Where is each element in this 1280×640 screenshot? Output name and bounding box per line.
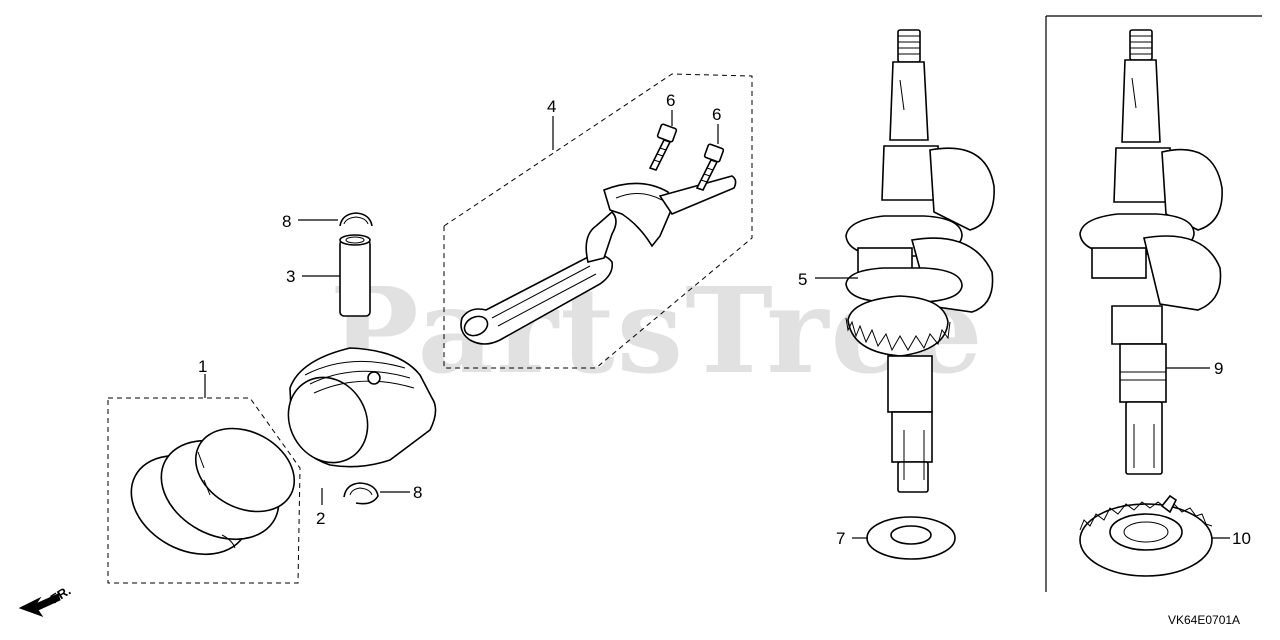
- rod-bolt-left[interactable]: [648, 123, 678, 171]
- callout-3: 3: [286, 267, 295, 286]
- rod-bolt-right[interactable]: [695, 143, 725, 191]
- callout-8-top: 8: [282, 212, 291, 231]
- callout-6-right: 6: [712, 105, 721, 124]
- crankshaft-alternate[interactable]: [1079, 29, 1223, 475]
- callout-10: 10: [1232, 529, 1251, 548]
- reference-code: VK64E0701A: [1168, 613, 1240, 627]
- gear-alternate[interactable]: [1079, 494, 1213, 577]
- callout-9: 9: [1214, 359, 1223, 378]
- pin-clip-bottom[interactable]: [343, 482, 379, 505]
- pin-clip-top[interactable]: [339, 212, 373, 227]
- callout-4: 4: [547, 97, 556, 116]
- callout-5: 5: [798, 270, 807, 289]
- piston-pin[interactable]: [339, 234, 371, 317]
- callout-7: 7: [836, 529, 845, 548]
- alternate-crankshaft-frame: [1045, 15, 1262, 592]
- callout-6-left: 6: [666, 91, 675, 110]
- washer[interactable]: [866, 516, 956, 560]
- front-direction-arrow-icon: [18, 593, 61, 617]
- connecting-rod[interactable]: [443, 73, 753, 369]
- crankshaft[interactable]: [845, 29, 995, 493]
- piston[interactable]: [273, 347, 437, 477]
- callout-8-bottom: 8: [413, 483, 422, 502]
- callout-1: 1: [198, 357, 207, 376]
- piston-rings[interactable]: [107, 397, 309, 584]
- callout-2: 2: [316, 509, 325, 528]
